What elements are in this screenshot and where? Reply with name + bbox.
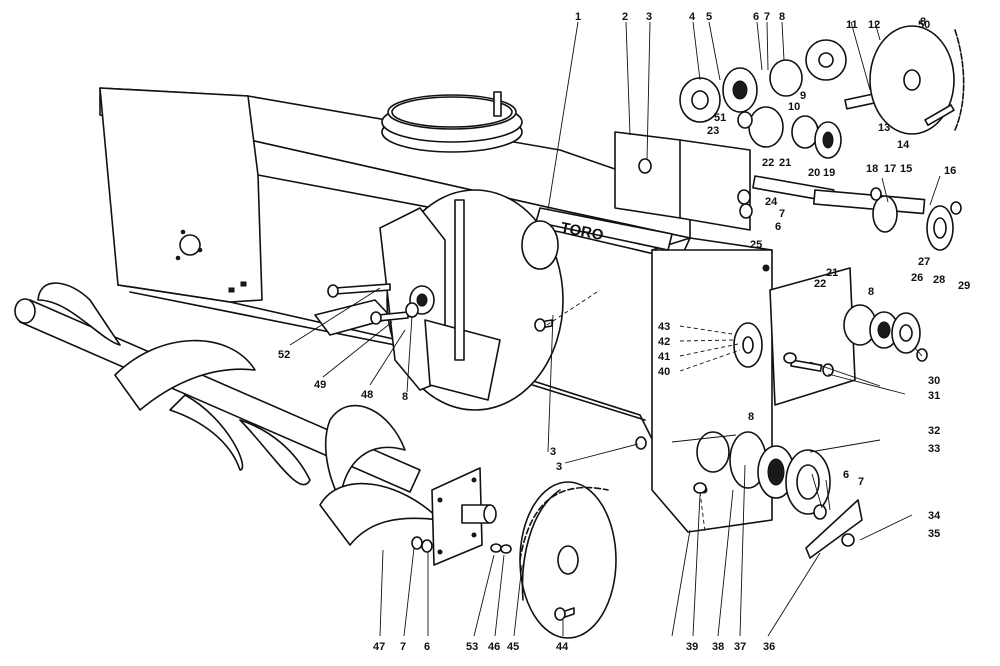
callout-6: 6 — [753, 11, 759, 23]
callout-6-front: 6 — [424, 641, 430, 653]
callout-28: 28 — [933, 274, 945, 286]
callout-11: 11 — [846, 19, 858, 31]
callout-3: 3 — [646, 11, 652, 23]
callout-45: 45 — [507, 641, 519, 653]
callout-40: 40 — [658, 366, 670, 378]
callout-49: 49 — [314, 379, 326, 391]
gearbox-plate — [431, 467, 497, 566]
callout-8: 8 — [779, 11, 785, 23]
callout-17: 17 — [884, 163, 896, 175]
callout-5: 5 — [706, 11, 712, 23]
callout-8-sprocket: 8 — [920, 16, 926, 28]
callout-32: 32 — [928, 425, 940, 437]
leader-lines — [289, 21, 941, 637]
callout-7: 7 — [764, 11, 770, 23]
callout-16: 16 — [944, 165, 956, 177]
callout-31: 31 — [928, 390, 940, 402]
callout-29: 29 — [958, 280, 970, 292]
callout-38: 38 — [712, 641, 724, 653]
callout-4: 4 — [689, 11, 696, 23]
callout-51: 51 — [714, 112, 726, 124]
callout-15: 15 — [900, 163, 912, 175]
callout-47: 47 — [373, 641, 385, 653]
callout-39: 39 — [686, 641, 698, 653]
callout-7-bracket: 7 — [779, 208, 785, 220]
callout-7-front: 7 — [400, 641, 406, 653]
callout-25: 25 — [750, 239, 762, 251]
callout-35: 35 — [928, 528, 940, 540]
upper-bracket — [769, 267, 921, 406]
callout-20: 20 — [808, 167, 820, 179]
callout-1: 1 — [575, 11, 581, 23]
callout-22-bracket: 22 — [814, 278, 826, 290]
callout-3-impeller: 3 — [550, 446, 556, 458]
callout-41: 41 — [658, 351, 670, 363]
callout-53: 53 — [466, 641, 478, 653]
callout-23: 23 — [707, 125, 719, 137]
callout-19: 19 — [823, 167, 835, 179]
callout-13: 13 — [878, 122, 890, 134]
callout-46: 46 — [488, 641, 500, 653]
callout-24: 24 — [765, 196, 778, 208]
callout-21-bracket: 21 — [826, 267, 838, 279]
callout-8-impeller: 8 — [402, 391, 408, 403]
auger — [14, 282, 441, 546]
small-sprocket — [733, 322, 763, 368]
callout-6-bracket: 6 — [775, 221, 781, 233]
callout-27: 27 — [918, 256, 930, 268]
upper-bracket-assembly — [614, 131, 954, 251]
callout-43: 43 — [658, 321, 670, 333]
callout-36: 36 — [763, 641, 775, 653]
callout-44: 44 — [556, 641, 569, 653]
callout-50: 50 — [918, 19, 930, 31]
callout-8-bearing: 8 — [748, 411, 754, 423]
chute-ring — [381, 91, 523, 153]
callout-12: 12 — [868, 19, 880, 31]
front-sprocket-chain — [519, 481, 617, 639]
callout-labels: 1 2 3 4 5 6 7 8 9 10 11 12 13 14 15 16 1… — [278, 11, 970, 653]
callout-34: 34 — [928, 510, 941, 522]
callout-10: 10 — [788, 101, 800, 113]
callout-6-right: 6 — [843, 469, 849, 481]
callout-33: 33 — [928, 443, 940, 455]
callout-14: 14 — [897, 139, 910, 151]
callout-26: 26 — [911, 272, 923, 284]
callout-9: 9 — [800, 90, 806, 102]
bolts — [327, 158, 962, 621]
callout-2: 2 — [622, 11, 628, 23]
callout-8-bracket: 8 — [868, 286, 874, 298]
callout-7-right: 7 — [858, 476, 864, 488]
callout-3-lower: 3 — [556, 461, 562, 473]
callout-52: 52 — [278, 349, 290, 361]
callout-22: 22 — [762, 157, 774, 169]
impeller — [314, 189, 564, 411]
callout-21: 21 — [779, 157, 791, 169]
callout-37: 37 — [734, 641, 746, 653]
top-drive-parts — [679, 25, 965, 159]
callout-42: 42 — [658, 336, 670, 348]
callout-18: 18 — [866, 163, 878, 175]
callout-48: 48 — [361, 389, 373, 401]
callout-30: 30 — [928, 375, 940, 387]
